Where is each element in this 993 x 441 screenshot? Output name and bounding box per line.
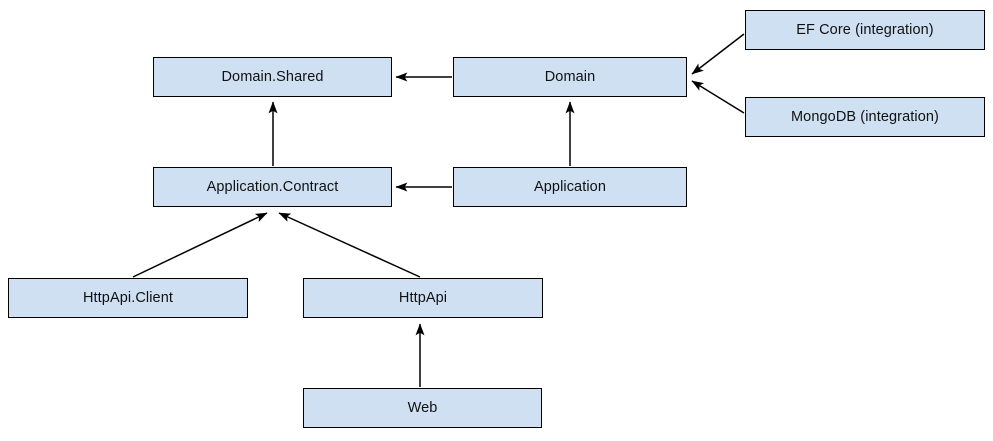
node-label-web: Web [407, 400, 438, 416]
node-label-application: Application [533, 179, 607, 195]
edge-httpapi-to-application-contract [278, 212, 421, 278]
node-domain[interactable]: Domain [453, 57, 687, 97]
node-httpapi[interactable]: HttpApi [303, 278, 543, 318]
node-web[interactable]: Web [303, 388, 542, 428]
node-label-mongodb: MongoDB (integration) [791, 109, 939, 125]
node-label-httpapi-client: HttpApi.Client [82, 290, 174, 306]
node-label-domain-shared: Domain.Shared [221, 69, 324, 85]
node-mongodb[interactable]: MongoDB (integration) [745, 97, 985, 137]
node-httpapi-client[interactable]: HttpApi.Client [8, 278, 248, 318]
edge-mongodb-to-domain [691, 80, 745, 114]
node-label-ef-core: EF Core (integration) [796, 22, 934, 38]
edge-httpapi-client-to-application-contract [132, 212, 268, 278]
node-label-application-contract: Application.Contract [206, 179, 339, 195]
node-application-contract[interactable]: Application.Contract [153, 167, 392, 207]
node-application[interactable]: Application [453, 167, 687, 207]
node-ef-core[interactable]: EF Core (integration) [745, 10, 985, 50]
node-label-httpapi: HttpApi [398, 290, 448, 306]
edge-ef-core-to-domain [691, 33, 745, 75]
node-label-domain: Domain [544, 69, 596, 85]
node-domain-shared[interactable]: Domain.Shared [153, 57, 392, 97]
